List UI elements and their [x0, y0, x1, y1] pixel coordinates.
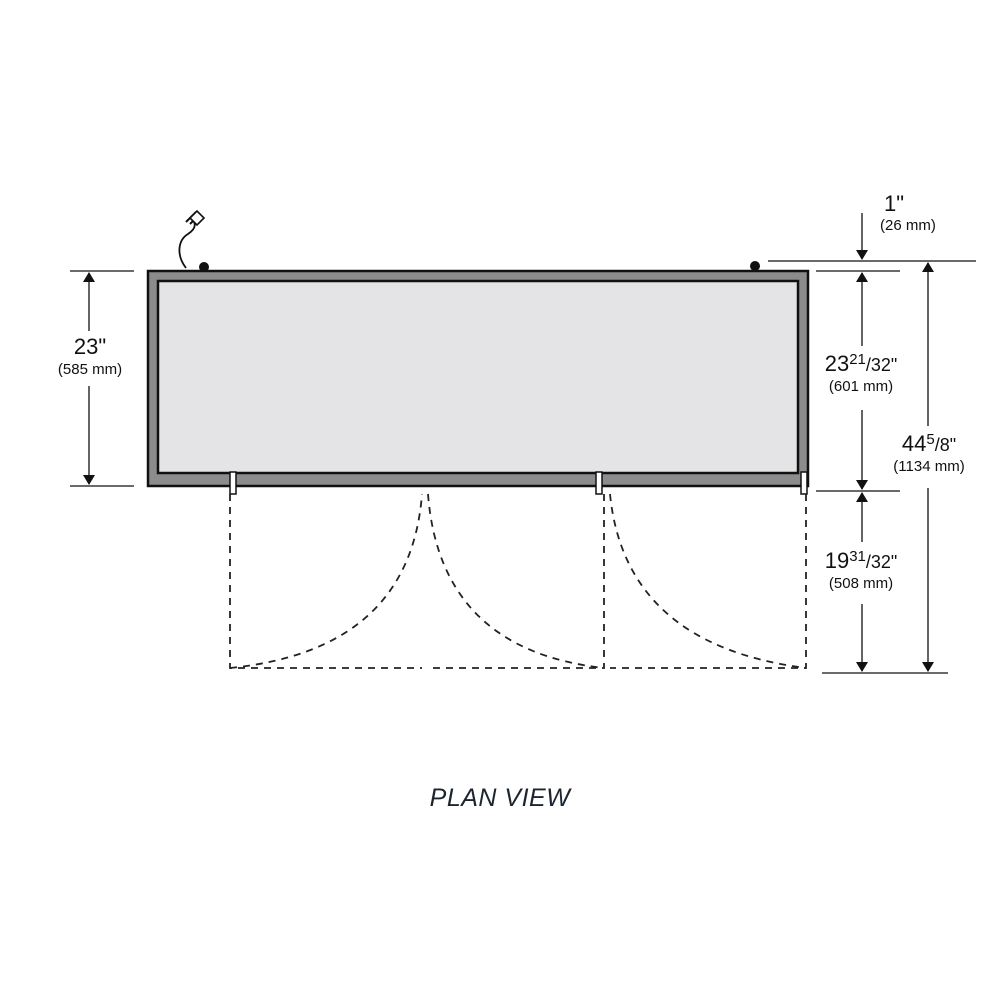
dim-total-depth: 445/8" (1134 mm)	[876, 432, 982, 474]
dim-door-swing-whole: 19	[824, 548, 850, 573]
dim-top-offset-mm: (26 mm)	[880, 217, 936, 234]
dim-depth-cabinet: 23" (585 mm)	[40, 334, 140, 378]
dim-door-swing: 1931/32" (508 mm)	[808, 549, 914, 591]
dim-top-offset-inches: 1"	[884, 191, 905, 216]
dim-total-depth-whole: 44	[901, 431, 927, 456]
dimension-left	[70, 270, 134, 487]
dim-total-depth-inches: 445/8"	[876, 432, 982, 455]
dim-depth-cabinet-inches: 23"	[73, 334, 107, 359]
dim-door-swing-inches: 1931/32"	[808, 549, 914, 572]
dim-top-offset: 1" (26 mm)	[880, 191, 936, 234]
caster-icon	[199, 262, 209, 272]
dim-depth-cabinet-mm: (585 mm)	[57, 361, 123, 378]
dim-total-depth-mm: (1134 mm)	[893, 458, 965, 475]
dim-depth-doors-closed-mm: (601 mm)	[828, 378, 894, 395]
dim-door-swing-denominator: /32"	[865, 552, 898, 572]
power-cord-icon	[178, 209, 206, 269]
dim-total-depth-fraction: 5	[926, 431, 935, 448]
dim-depth-doors-closed-denominator: /32"	[865, 355, 898, 375]
door-hinges	[229, 471, 808, 495]
dim-depth-doors-closed-fraction: 21	[849, 351, 866, 368]
dim-door-swing-fraction: 31	[849, 548, 866, 565]
dimension-right	[768, 213, 976, 674]
dim-total-depth-denominator: /8"	[934, 435, 957, 455]
door-swing	[229, 493, 807, 669]
dim-door-swing-mm: (508 mm)	[828, 575, 894, 592]
cabinet	[146, 269, 810, 488]
dim-depth-doors-closed-inches: 2321/32"	[808, 352, 914, 375]
caster-icon	[750, 261, 760, 271]
dim-depth-doors-closed-whole: 23	[824, 351, 850, 376]
plan-view-title: PLAN VIEW	[429, 784, 571, 812]
dim-depth-doors-closed: 2321/32" (601 mm)	[808, 352, 914, 394]
